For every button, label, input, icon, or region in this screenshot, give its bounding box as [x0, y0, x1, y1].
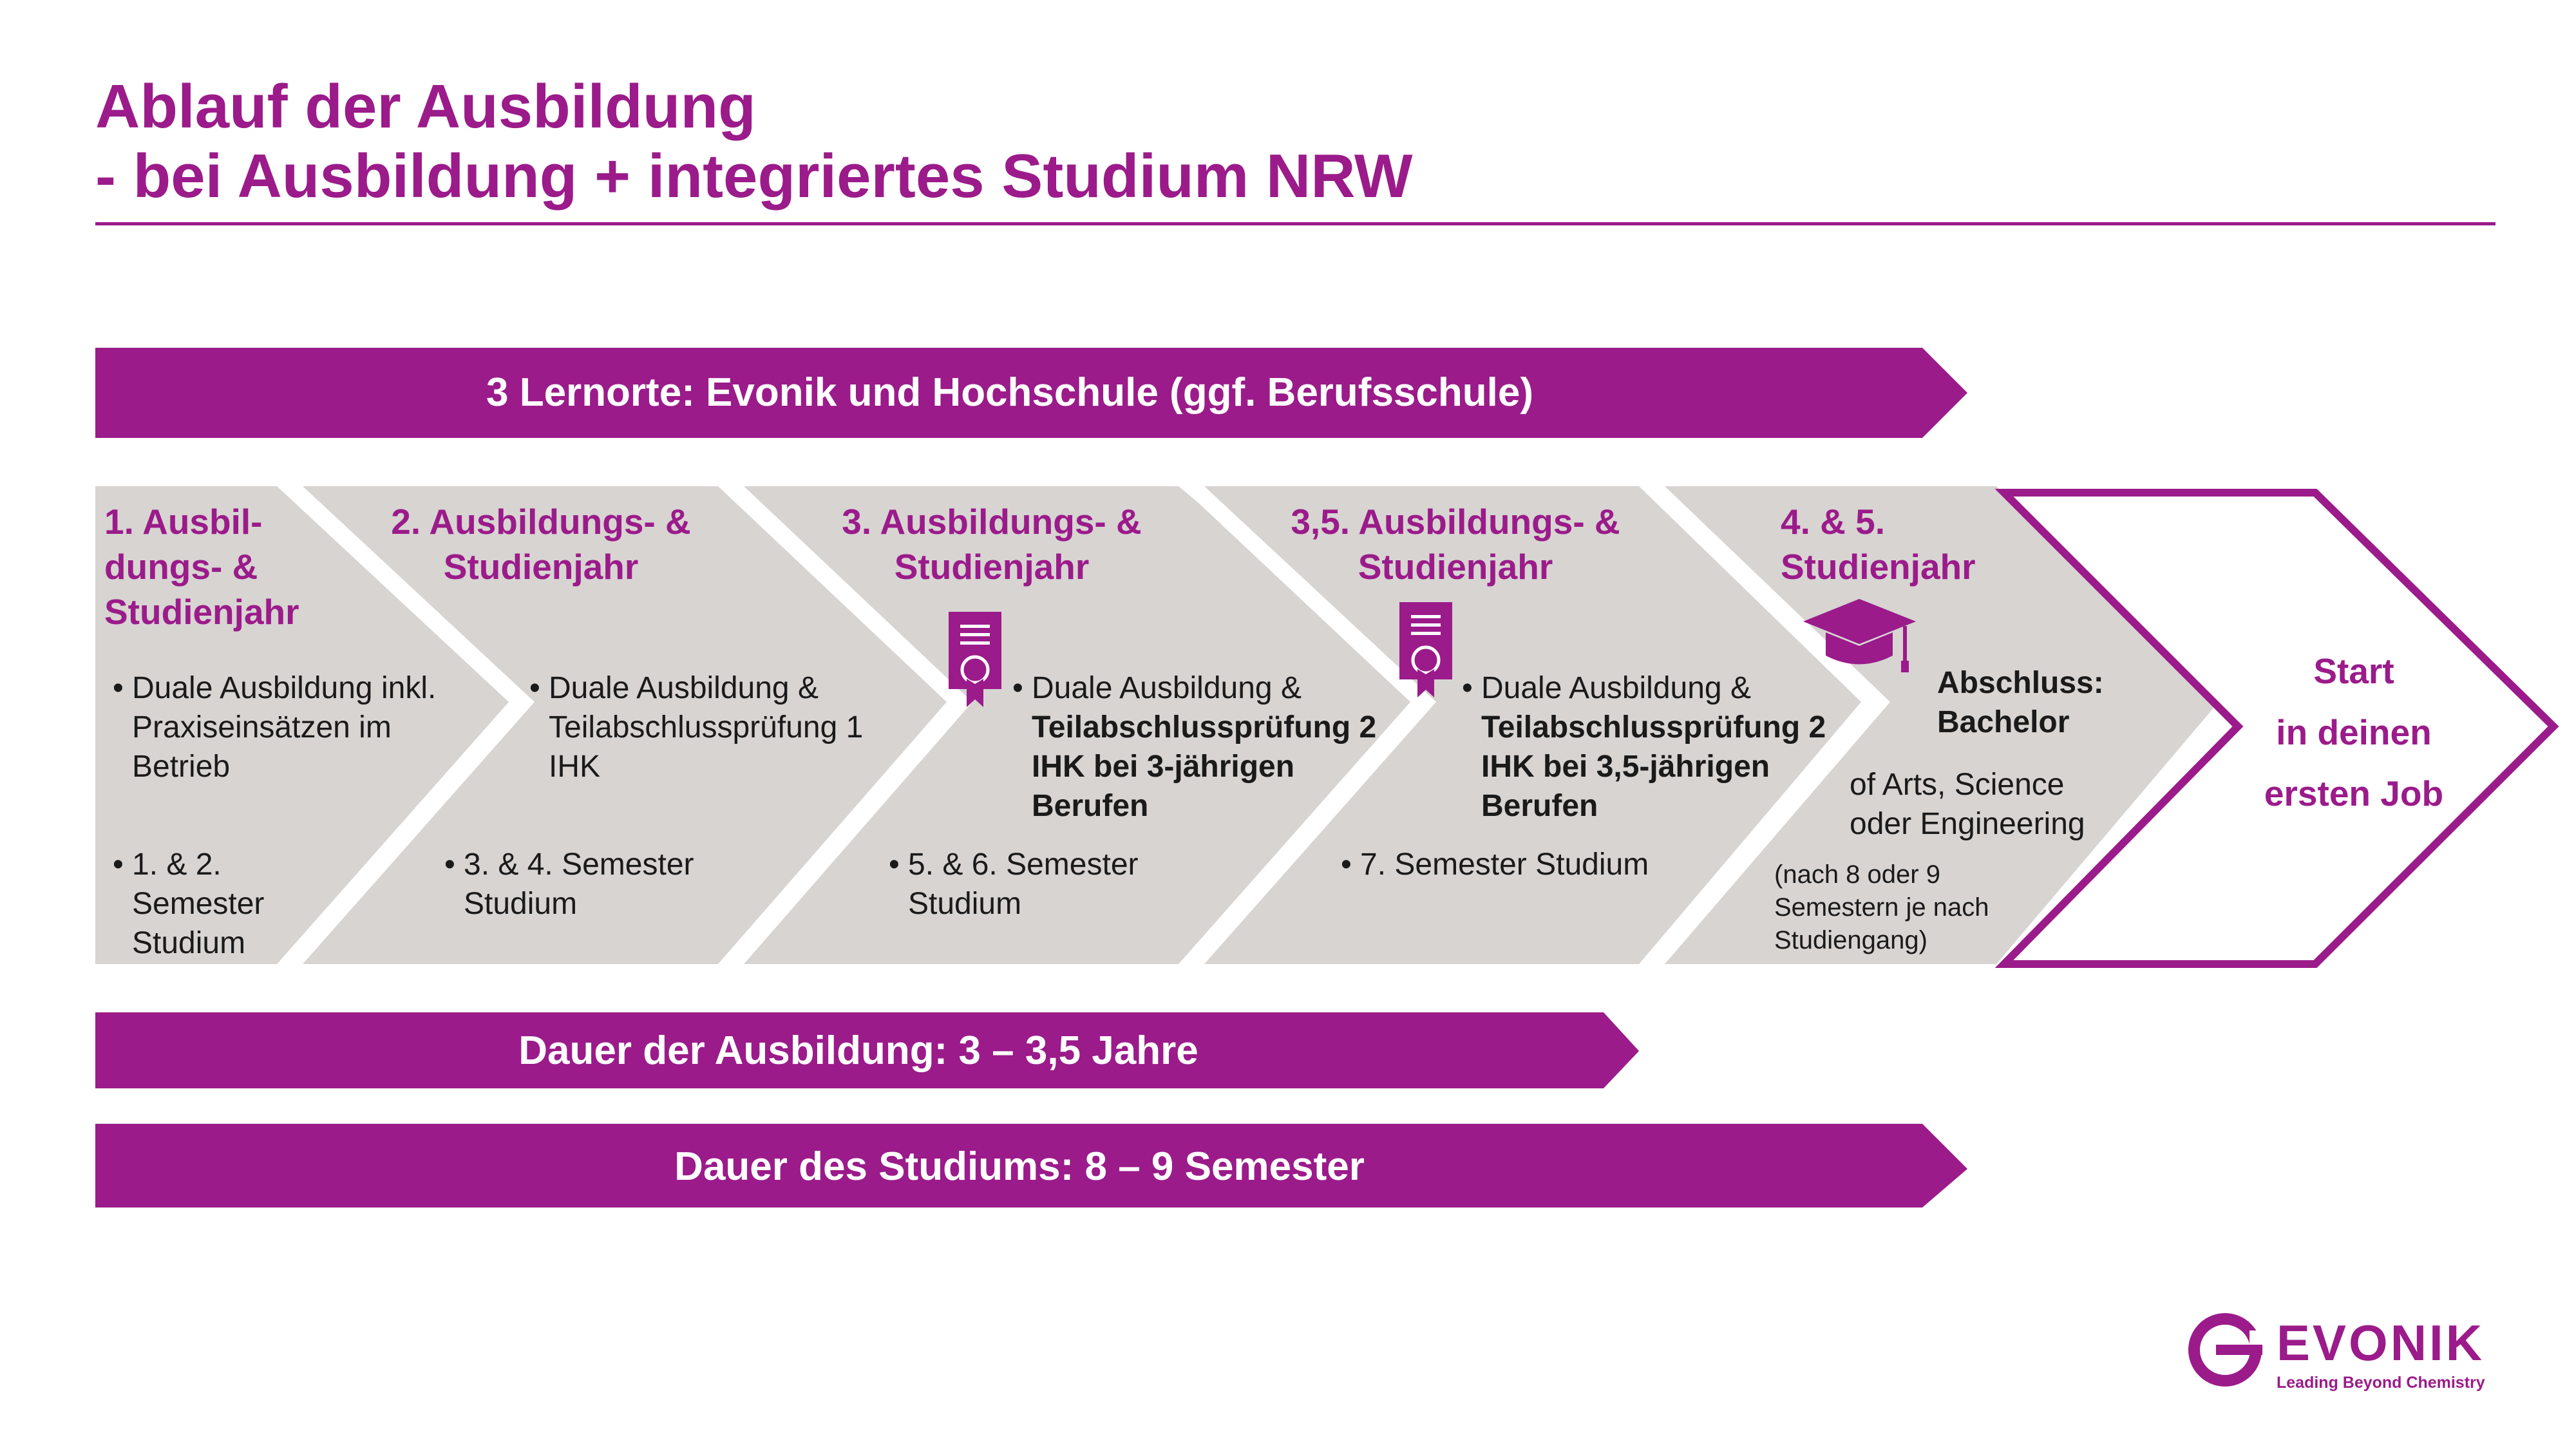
phase-5-note: (nach 8 oder 9 Semestern je nach Studien…: [1774, 860, 1989, 954]
chevron-phase-1: [95, 486, 509, 964]
evonik-tagline: Leading Beyond Chemistry: [2277, 1374, 2485, 1392]
top-arrow-bar: [95, 348, 1967, 438]
phase-2-item-2: 3. & 4. Semester Studium: [464, 848, 694, 921]
phase-5-degree-types: of Arts, Science oder Engineering: [1850, 768, 2085, 841]
phase-2-bullet-2: •: [444, 848, 455, 882]
phase-4-item-2: 7. Semester Studium: [1360, 848, 1649, 882]
phase-1-title: 1. Ausbil- dungs- & Studienjahr: [104, 502, 299, 632]
certificate-icon: [1399, 602, 1452, 697]
phase-1-item-2: 1. & 2. Semester Studium: [132, 848, 265, 960]
bottom-bar-label-1: Dauer der Ausbildung: 3 – 3,5 Jahre: [518, 1028, 1198, 1073]
title-divider: [95, 222, 2496, 225]
phase-1-bullet-1: •: [113, 671, 124, 705]
phase-4-bullet-1: •: [1462, 671, 1473, 705]
phase-4-title: 3,5. Ausbildungs- & Studienjahr: [1291, 502, 1620, 587]
phase-2-bullet-1: •: [529, 671, 540, 705]
phase-3-item-1: Duale Ausbildung & Teilabschlussprüfung …: [1032, 671, 1377, 823]
page-title-line1: Ablauf der Ausbildung: [95, 72, 756, 141]
top-bar-label: 3 Lernorte: Evonik und Hochschule (ggf. …: [486, 370, 1533, 415]
phase-1-item-1: Duale Ausbildung inkl. Praxiseinsätzen i…: [132, 671, 437, 784]
evonik-wordmark: EVONIK: [2277, 1314, 2485, 1371]
chevron-phase-4: [1204, 486, 1861, 964]
bottom-arrow-bar-1: [95, 1012, 1639, 1088]
phase-5-title: 4. & 5. Studienjahr: [1781, 502, 1976, 587]
bottom-bar-label-2: Dauer des Studiums: 8 – 9 Semester: [674, 1144, 1365, 1189]
phase-2-item-1: Duale Ausbildung & Teilabschlussprüfung …: [549, 671, 864, 784]
chevron-final: [1994, 489, 2559, 968]
chevron-phase-5: [1665, 486, 2219, 964]
phase-3-title: 3. Ausbildungs- & Studienjahr: [842, 502, 1142, 587]
certificate-icon: [949, 612, 1001, 707]
page-title: Ablauf der Ausbildung - bei Ausbildung +…: [95, 72, 1412, 211]
phase-1-bullet-2: •: [113, 848, 124, 882]
page-title-line2: - bei Ausbildung + integriertes Studium …: [95, 142, 1413, 211]
chevron-phase-2: [303, 486, 947, 964]
evonik-logo-mark: [2188, 1313, 2262, 1387]
final-start-text: Start in deinen ersten Job: [2264, 651, 2444, 813]
bottom-arrow-bar-2: [95, 1124, 1967, 1208]
phase-5-degree-title: Abschluss: Bachelor: [1937, 666, 2104, 739]
phase-4-bullet-2: •: [1341, 848, 1352, 882]
phase-3-bullet-1: •: [1012, 671, 1023, 705]
phase-3-bullet-2: •: [889, 848, 900, 882]
graduation-cap-icon: [1803, 599, 1916, 672]
phase-3-item-2: 5. & 6. Semester Studium: [908, 848, 1139, 921]
phase-4-item-1: Duale Ausbildung & Teilabschlussprüfung …: [1481, 671, 1826, 823]
chevron-phase-3: [744, 486, 1410, 964]
phase-2-title: 2. Ausbildungs- & Studienjahr: [391, 502, 691, 587]
